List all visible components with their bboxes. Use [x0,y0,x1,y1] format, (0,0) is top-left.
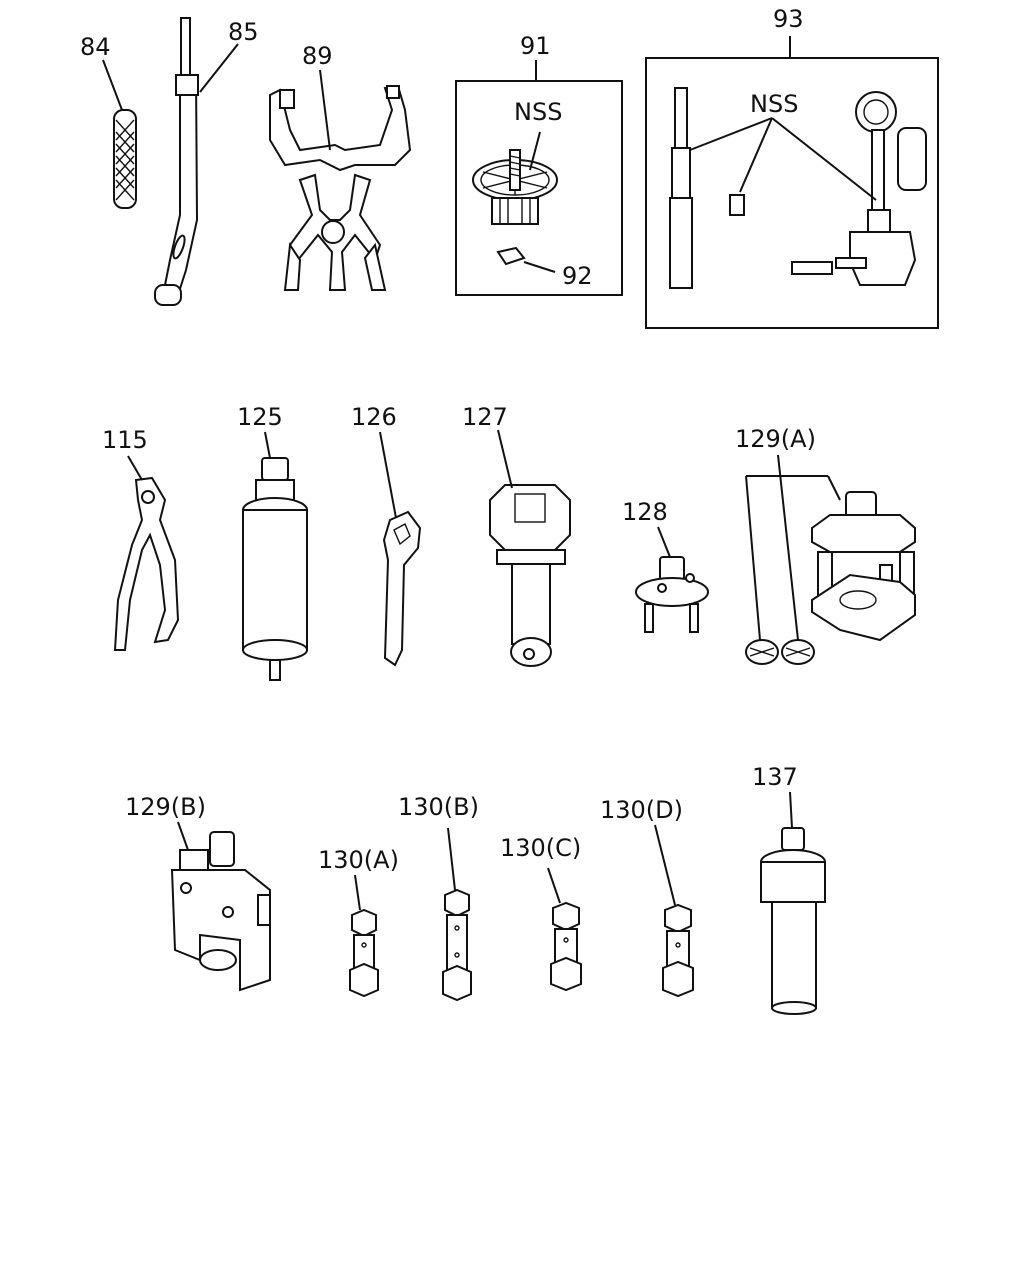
part-92-small-clip [496,246,556,273]
part-115-pliers [113,455,180,651]
part-129a-press-frame [745,454,916,665]
label-91: 91 [520,32,551,60]
label-127: 127 [462,403,508,431]
part-85-lever [154,17,239,306]
part-91-wheel-tool [472,131,558,225]
part-93-nozzle-tester [669,87,927,289]
part-130b-adapter [442,827,472,1002]
part-125-cylinder-tool [242,431,308,681]
part-128-puller [635,526,709,633]
label-84: 84 [80,33,111,61]
label-130a: 130(A) [318,846,399,874]
label-92: 92 [562,262,593,290]
part-84-knurled-pin [102,59,137,209]
label-129b: 129(B) [125,793,206,821]
part-130d-adapter [654,824,694,998]
part-130a-adapter [349,874,379,998]
part-130c-adapter [547,867,582,992]
part-127-socket-tool [489,429,571,667]
label-nss-93: NSS [750,90,798,118]
part-129b-bracket [170,821,271,992]
part-126-wrench [379,431,422,667]
part-137-sleeve [760,791,826,1015]
label-nss-91: NSS [514,98,562,126]
label-137: 137 [752,763,798,791]
label-93: 93 [773,5,804,33]
label-129a: 129(A) [735,425,816,453]
label-125: 125 [237,403,283,431]
label-89: 89 [302,42,333,70]
label-130c: 130(C) [500,834,581,862]
label-115: 115 [102,426,148,454]
box-part-91 [455,80,623,296]
box-part-93 [645,57,939,329]
part-89-spring-compressor [269,69,412,291]
label-130b: 130(B) [398,793,479,821]
label-130d: 130(D) [600,796,683,824]
label-126: 126 [351,403,397,431]
label-128: 128 [622,498,668,526]
label-85: 85 [228,18,259,46]
